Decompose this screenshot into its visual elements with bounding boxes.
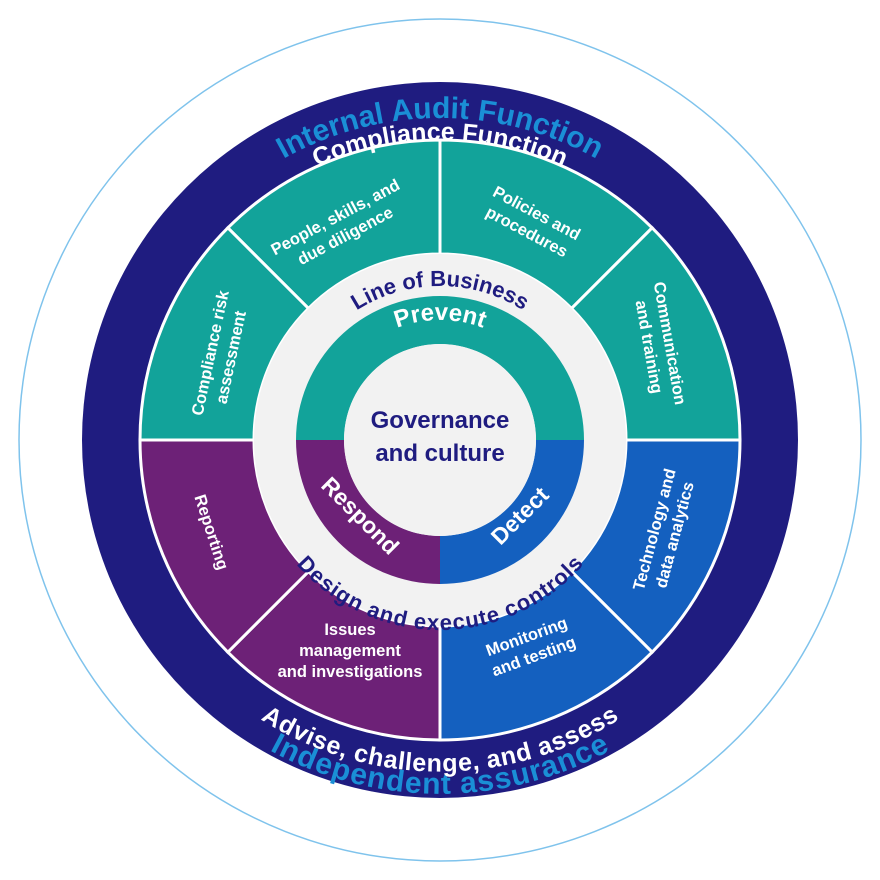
segment-label-line: management	[299, 642, 401, 660]
detect-arc	[440, 440, 584, 584]
inner-ring	[296, 296, 584, 584]
prevent-arc	[296, 296, 584, 440]
governance-center	[344, 344, 536, 536]
governance-label-line1: Governance	[371, 407, 510, 434]
respond-arc	[296, 440, 440, 584]
segment-label-line: Issues	[324, 621, 375, 639]
segment-label-line: and investigations	[278, 663, 423, 681]
segment-label-issues: Issues management and investigations	[278, 621, 423, 681]
governance-label-line2: and culture	[375, 440, 504, 467]
framework-segments	[138, 138, 742, 742]
segment-risk	[138, 225, 311, 442]
